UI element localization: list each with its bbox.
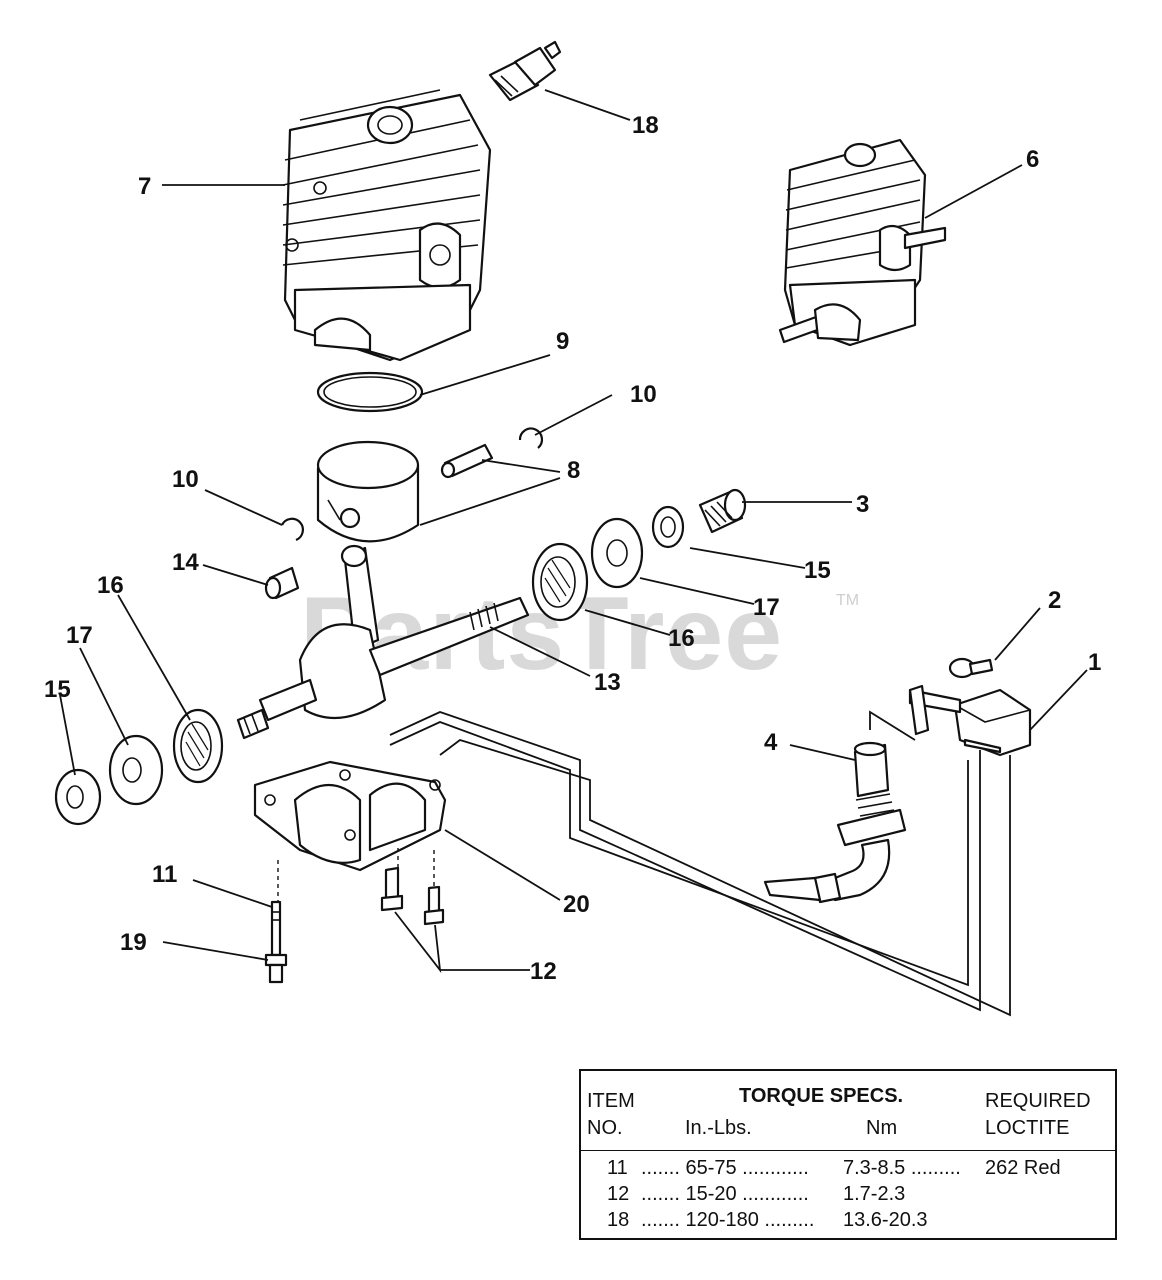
leader-lines <box>59 89 1088 974</box>
part-14-needle-bearing <box>264 566 300 600</box>
header-no: NO. <box>587 1117 623 1139</box>
callout-16-left: 16 <box>97 572 124 599</box>
part-3-nut <box>698 488 747 534</box>
row-nm: 13.6-20.3 <box>843 1209 928 1231</box>
part-12-screw-a <box>380 866 404 912</box>
part-2-screw <box>948 657 994 679</box>
callout-16-right: 16 <box>668 625 695 652</box>
row-item: 12 <box>607 1183 630 1205</box>
table-row: 11 ....... 65-75 ............ 7.3-8.5 ..… <box>581 1155 1115 1181</box>
part-16-bearing-left <box>172 708 224 784</box>
callout-2: 2 <box>1048 587 1061 614</box>
torque-specs-table: ITEM NO. TORQUE SPECS. In.-Lbs. Nm REQUI… <box>579 1069 1117 1240</box>
part-4-fitting <box>763 684 962 904</box>
callout-1: 1 <box>1088 649 1101 676</box>
callout-17-right: 17 <box>753 594 780 621</box>
part-9-piston-ring <box>316 371 424 413</box>
part-7-cylinder <box>282 89 492 362</box>
part-8-piston-pin <box>440 443 494 479</box>
header-nm: Nm <box>866 1117 898 1139</box>
header-torque-specs: TORQUE SPECS. <box>739 1085 904 1107</box>
callout-17-left: 17 <box>66 622 93 649</box>
header-item: ITEM <box>587 1090 635 1112</box>
part-20-crankcase <box>253 760 447 872</box>
part-17-seal-left <box>108 734 164 806</box>
callout-14: 14 <box>172 549 199 576</box>
part-10-clip-right <box>518 427 544 449</box>
callout-19: 19 <box>120 929 147 956</box>
part-16-bearing-right <box>531 542 589 622</box>
part-17-seal-right <box>590 517 644 589</box>
table-row: 12 ....... 15-20 ............ 1.7-2.3 <box>581 1181 1115 1207</box>
callout-6: 6 <box>1026 146 1039 173</box>
part-10-clip-left <box>281 517 304 542</box>
part-1-bracket <box>953 688 1032 757</box>
callout-12: 12 <box>530 958 557 985</box>
part-12-screw-b <box>423 885 445 926</box>
callout-3: 3 <box>856 491 869 518</box>
callout-7: 7 <box>138 173 151 200</box>
row-item: 18 <box>607 1209 630 1231</box>
part-13-crankshaft <box>236 544 530 740</box>
row-in-lbs: ....... 120-180 ......... <box>641 1209 815 1231</box>
row-in-lbs: ....... 65-75 ............ <box>641 1157 809 1179</box>
row-item: 11 <box>607 1157 628 1179</box>
row-in-lbs: ....... 15-20 ............ <box>641 1183 809 1205</box>
callout-15-left: 15 <box>44 676 71 703</box>
callout-13: 13 <box>594 669 621 696</box>
watermark-trademark: TM <box>836 592 860 609</box>
header-loctite: LOCTITE <box>985 1117 1070 1139</box>
callout-4: 4 <box>764 729 778 756</box>
part-15-washer-right <box>651 505 685 549</box>
callout-10-right: 10 <box>630 381 657 408</box>
callout-15-right: 15 <box>804 557 831 584</box>
callout-11: 11 <box>152 861 177 888</box>
part-6-cylinder-assembly <box>778 138 947 347</box>
part-8-piston <box>316 440 420 543</box>
callout-18: 18 <box>632 112 659 139</box>
callout-8: 8 <box>567 457 580 484</box>
assembly-bracket-lines <box>389 710 1011 1017</box>
row-loctite: 262 Red <box>985 1157 1061 1179</box>
part-11-bolt <box>270 900 282 957</box>
part-15-washer-left <box>54 768 102 826</box>
row-nm: 7.3-8.5 ......... <box>843 1157 961 1179</box>
part-19-washer-bolt <box>264 953 288 984</box>
table-row: 18 ....... 120-180 ......... 13.6-20.3 <box>581 1207 1115 1233</box>
callout-20: 20 <box>563 891 590 918</box>
header-divider <box>581 1150 1115 1151</box>
callout-9: 9 <box>556 328 569 355</box>
row-nm: 1.7-2.3 <box>843 1183 906 1205</box>
header-in-lbs: In.-Lbs. <box>685 1117 752 1139</box>
header-required: REQUIRED <box>985 1090 1091 1112</box>
part-18-spark-plug <box>488 40 562 102</box>
callout-10-left: 10 <box>172 466 199 493</box>
